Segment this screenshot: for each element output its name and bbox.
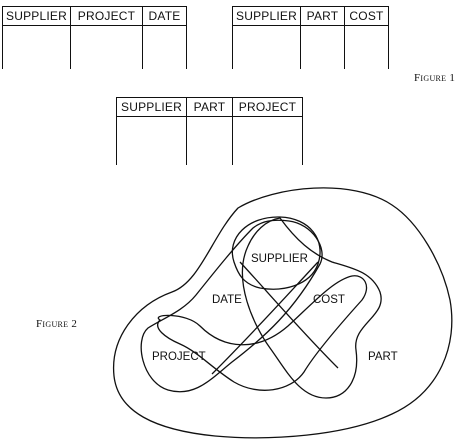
empty-cell [142, 25, 187, 69]
node-label-project: PROJECT [152, 351, 206, 363]
node-label-supplier: SUPPLIER [251, 253, 308, 265]
edge-label-cost: COST [313, 294, 345, 306]
empty-cell [300, 25, 345, 69]
figure-2-label: Figure 2 [36, 318, 78, 330]
empty-cell [344, 25, 389, 69]
empty-cell [232, 25, 301, 69]
node-label-part: PART [368, 351, 398, 363]
outer-enclosure-curve [112, 187, 453, 439]
crossing-line-right [211, 261, 319, 375]
empty-cell [70, 25, 143, 69]
column-header-cost: COST [344, 6, 389, 26]
edge-label-date: DATE [212, 294, 242, 306]
column-header-supplier: SUPPLIER [232, 6, 301, 26]
supplier-circle [231, 216, 321, 290]
empty-cell [2, 25, 71, 69]
relation-table-supplier-part-cost: SUPPLIER PART COST [232, 6, 389, 69]
supplier-part-project-curve [157, 275, 368, 391]
crossing-line-left [239, 261, 339, 369]
empty-cell [232, 116, 303, 165]
relation-table-supplier-project-date: SUPPLIER PROJECT DATE [2, 6, 187, 69]
column-header-part: PART [300, 6, 345, 26]
relation-table-supplier-part-project: SUPPLIER PART PROJECT [116, 97, 303, 165]
supplier-project-date-curve [140, 219, 323, 393]
column-header-supplier: SUPPLIER [116, 97, 187, 117]
figure-1-label: Figure 1 [414, 72, 456, 84]
supplier-part-cost-curve [241, 217, 382, 399]
